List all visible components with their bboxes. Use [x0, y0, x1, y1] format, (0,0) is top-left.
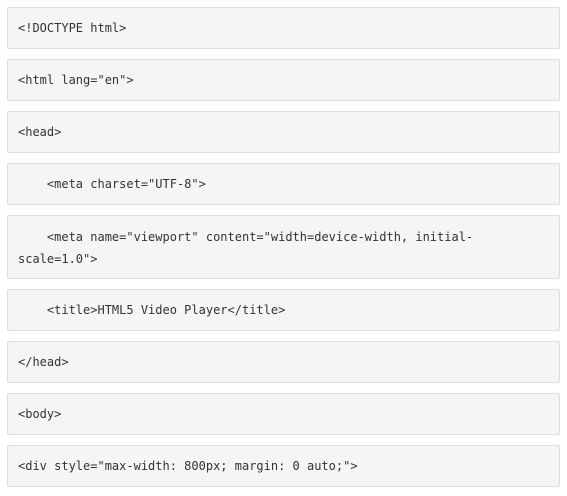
code-block-head-close: </head> — [7, 341, 560, 383]
code-block-doctype: <!DOCTYPE html> — [7, 7, 560, 49]
code-block-title: <title>HTML5 Video Player</title> — [7, 289, 560, 331]
code-block-meta-viewport: <meta name="viewport" content="width=dev… — [7, 215, 560, 279]
code-block-head-open: <head> — [7, 111, 560, 153]
code-block-meta-charset: <meta charset="UTF-8"> — [7, 163, 560, 205]
code-snippet-list: <!DOCTYPE html> <html lang="en"> <head> … — [7, 7, 560, 487]
code-block-body-open: <body> — [7, 393, 560, 435]
code-block-div-container: <div style="max-width: 800px; margin: 0 … — [7, 445, 560, 487]
code-block-html-open: <html lang="en"> — [7, 59, 560, 101]
